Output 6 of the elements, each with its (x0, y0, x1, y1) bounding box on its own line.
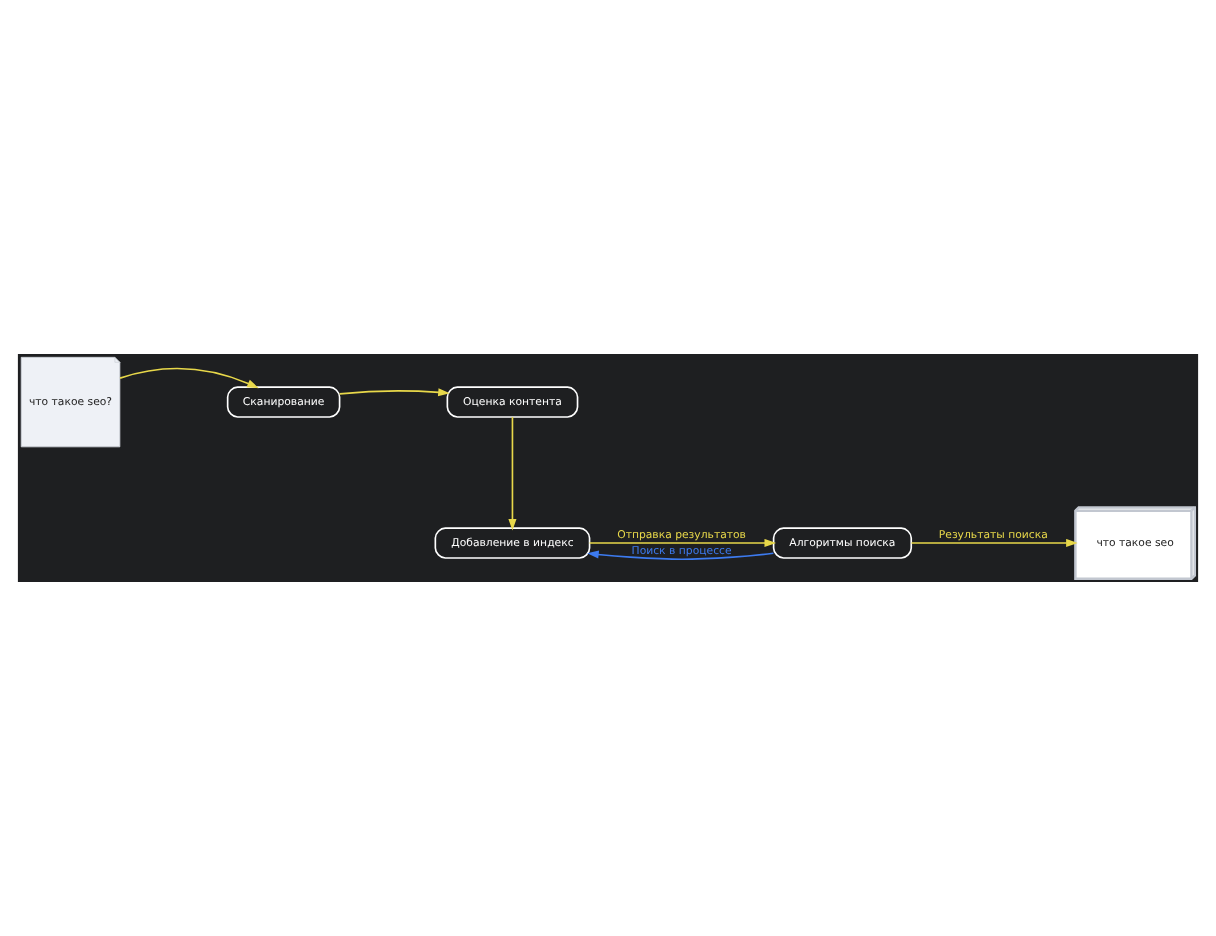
arrow (587, 550, 775, 561)
arrow (588, 538, 777, 548)
arrow (119, 367, 259, 389)
arrow (508, 416, 517, 531)
arrow (910, 538, 1078, 548)
arrow (338, 388, 450, 397)
